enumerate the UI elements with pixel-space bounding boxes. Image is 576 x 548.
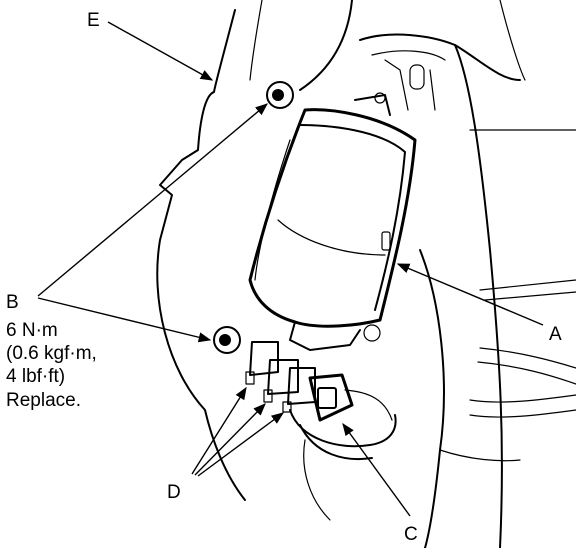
label-d: D — [167, 482, 181, 503]
leader-c — [342, 422, 411, 517]
connector-c — [308, 373, 354, 422]
torque-line-1: 6 N·m — [6, 320, 58, 341]
label-c: C — [404, 524, 418, 545]
leader-d-1 — [191, 386, 247, 475]
leader-d-3 — [197, 412, 285, 477]
lower-flange-nut — [213, 326, 241, 354]
upper-flange-nut — [266, 81, 294, 109]
label-e: E — [87, 10, 100, 31]
control-unit-a — [248, 92, 417, 351]
torque-line-2: (0.6 kgf·m, — [6, 343, 97, 364]
label-b: B — [6, 292, 19, 313]
body-panel-e — [156, 0, 576, 548]
leader-b-upper — [37, 103, 268, 297]
wire-harness — [289, 389, 397, 521]
leader-d-2 — [194, 403, 266, 476]
leader-b-lower — [37, 297, 212, 343]
torque-line-4: Replace. — [6, 390, 81, 411]
torque-line-3: 4 lbf·ft) — [6, 366, 65, 387]
leader-a — [396, 263, 544, 326]
connectors-d — [245, 341, 316, 413]
leader-e — [107, 21, 214, 81]
label-a: A — [549, 324, 562, 345]
